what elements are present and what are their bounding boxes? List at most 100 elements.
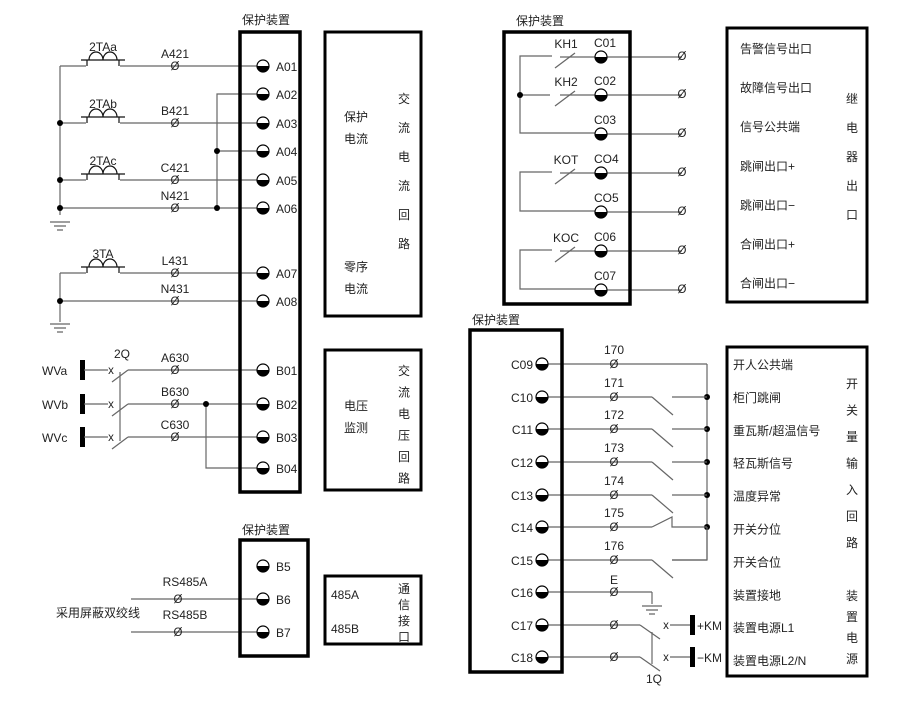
terminal-label: C02 (594, 74, 616, 88)
contact-label: KOT (554, 153, 579, 167)
terminal-label: C12 (511, 456, 533, 470)
table-cell-label: 485B (331, 622, 359, 636)
table-side-label: 流 (398, 386, 410, 400)
table-cell-label: 485A (331, 588, 359, 602)
terminal-fill (536, 560, 548, 566)
terminal-icon (535, 390, 549, 404)
ct-base (81, 173, 125, 180)
wire-label: 170 (604, 343, 624, 357)
terminal-label: C03 (594, 113, 616, 127)
contact-blade (651, 494, 674, 514)
bus-label: WVc (42, 431, 67, 445)
cable-note: 采用屏蔽双绞线 (56, 605, 140, 620)
terminal-icon (256, 59, 270, 73)
contact-label: KOC (553, 231, 579, 245)
terminal-fill (257, 94, 269, 100)
table-cell-label: 监测 (344, 421, 368, 435)
terminal-fill (595, 290, 607, 296)
ct-base (81, 266, 125, 273)
junction-dot (57, 298, 63, 304)
table-side-label: 路 (398, 236, 410, 251)
ct-label: 2TAa (89, 40, 117, 54)
terminal-icon (535, 585, 549, 599)
terminal-icon (256, 266, 270, 280)
terminal-icon (256, 397, 270, 411)
contact-blade (651, 428, 674, 448)
terminal-label: C14 (511, 521, 533, 535)
terminal-icon (594, 205, 608, 219)
table-side-label: 器 (846, 150, 858, 164)
table-side-label: 流 (398, 121, 410, 135)
terminal-marker-icon: Ø (678, 128, 687, 140)
terminal-fill (536, 462, 548, 468)
terminal-fill (595, 134, 607, 140)
table-side-label: 开 (846, 377, 858, 391)
b04-wire (205, 404, 257, 469)
ground-icon (642, 605, 662, 615)
terminal-icon (535, 455, 549, 469)
terminal-fill (257, 273, 269, 279)
comm-table (323, 574, 423, 646)
terminal-icon (256, 461, 270, 475)
c15-wire (672, 527, 708, 561)
ground-lines (642, 605, 662, 615)
wire-label: C630 (161, 418, 190, 432)
terminal-fill (257, 437, 269, 443)
terminal-marker-icon: Ø (174, 627, 183, 639)
current-transformer-icon (81, 165, 125, 180)
terminal-label: C17 (511, 619, 533, 633)
terminal-fill (257, 180, 269, 186)
voltage-circuit-table (323, 348, 423, 492)
ct-label: 2TAb (89, 97, 117, 111)
terminal-label: A06 (276, 202, 298, 216)
ct-coil (88, 165, 118, 175)
terminal-fill (257, 208, 269, 214)
table-cell-label: 故障信号出口 (740, 80, 812, 95)
current-transformer-icon (81, 108, 125, 123)
junction-dot (57, 120, 63, 126)
device-box-relay (502, 30, 632, 306)
table-cell-label: 告警信号出口 (740, 41, 812, 56)
terminal-marker-icon: Ø (678, 89, 687, 101)
contact-blade (651, 559, 674, 579)
table-side-label: 装 (846, 589, 858, 603)
terminal-icon (535, 650, 549, 664)
device-title: 保护装置 (472, 313, 520, 327)
terminal-label: A02 (276, 88, 298, 102)
terminal-fill (536, 625, 548, 631)
terminal-marker-icon: Ø (171, 175, 180, 187)
ct-label: 3TA (92, 247, 113, 261)
terminal-marker-icon: Ø (610, 392, 619, 404)
relay-wire (519, 171, 595, 212)
device-title: 保护装置 (242, 13, 290, 27)
junction-dot (517, 92, 523, 98)
table-cell-label: 跳闸出口− (740, 198, 795, 212)
terminal-fill (257, 151, 269, 157)
contact-blade (639, 656, 661, 672)
table-side-label: 出 (846, 179, 858, 193)
table-cell-label: 保护 (344, 110, 368, 124)
table-cell-label: 电流 (344, 282, 368, 296)
ct-label: 2TAc (89, 154, 116, 168)
table-side-label: 输 (846, 456, 858, 471)
terminal-marker-icon: Ø (610, 457, 619, 469)
terminal-fill (257, 632, 269, 638)
junction-dot (57, 177, 63, 183)
terminal-marker-icon: Ø (678, 284, 687, 296)
breaker-label: 1Q (646, 672, 662, 686)
terminal-icon (256, 625, 270, 639)
text-layer: 保护装置A01A02A03A04A05A06A07A08B01B02B03B04… (42, 13, 858, 686)
junction-dot (203, 401, 209, 407)
junction-dot (214, 205, 220, 211)
breaker-label: 2Q (114, 347, 130, 361)
table-side-label: 回 (398, 208, 410, 222)
terminal-fill (536, 397, 548, 403)
terminal-marker-icon: Ø (610, 522, 619, 534)
table-cell-label: 装置电源L2/N (733, 654, 806, 668)
table-cell-label: 电流 (344, 132, 368, 146)
terminal-marker-icon: Ø (610, 424, 619, 436)
terminal-icon (594, 50, 608, 64)
terminal-marker-icon: Ø (171, 203, 180, 215)
binary-input-table (725, 345, 869, 678)
terminal-fill (536, 495, 548, 501)
